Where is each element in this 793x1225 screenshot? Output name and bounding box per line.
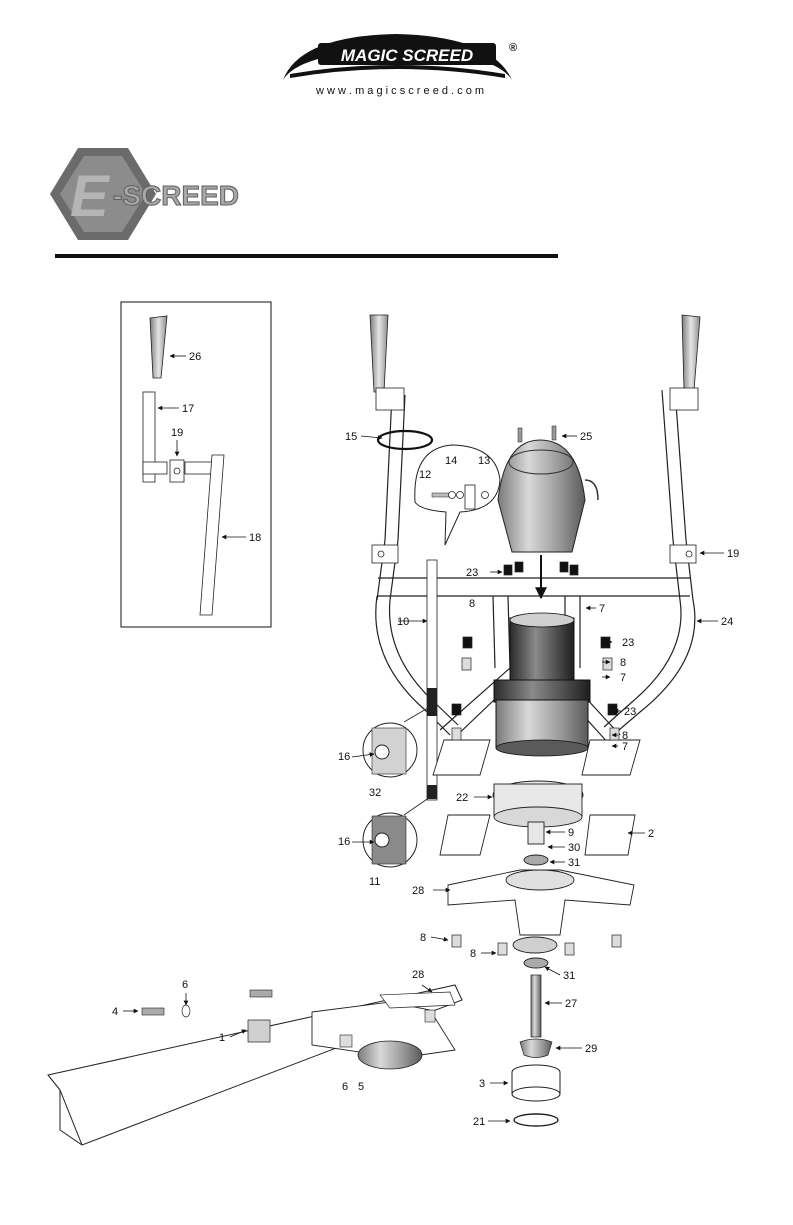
callout-10: 10	[397, 616, 409, 628]
callout-6-left: 6	[182, 979, 188, 991]
callout-17: 17	[182, 403, 194, 415]
mounting-plates	[433, 740, 640, 968]
callout-8-top: 8	[469, 598, 475, 610]
callout-31-bottom: 31	[563, 970, 575, 982]
callout-13: 13	[478, 455, 490, 467]
motor-cover	[498, 426, 598, 598]
callout-31-top: 31	[568, 857, 580, 869]
callout-24: 24	[721, 616, 733, 628]
registered-mark: ®	[509, 42, 517, 54]
callout-7-top: 7	[599, 603, 605, 615]
callout-19: 19	[727, 548, 739, 560]
callout-5: 5	[358, 1081, 364, 1093]
callout-25: 25	[580, 431, 592, 443]
callout-8-mid: 8	[620, 657, 626, 669]
callout-9: 9	[568, 827, 574, 839]
callout-16-lower: 16	[338, 836, 350, 848]
motor-body	[494, 613, 590, 756]
callout-8-base: 8	[470, 948, 476, 960]
callout-11: 11	[369, 876, 380, 888]
brand-name: MAGIC SCREED	[341, 46, 473, 65]
callout-27: 27	[565, 998, 577, 1010]
e-screed-logo: E -SCREED	[50, 148, 239, 240]
callout-18: 18	[249, 532, 261, 544]
rod-detail-zoom	[363, 705, 433, 867]
callout-29: 29	[585, 1043, 597, 1055]
callout-7-low: 7	[622, 741, 628, 753]
callout-21: 21	[473, 1116, 485, 1128]
callout-1: 1	[219, 1032, 225, 1044]
callout-19-inset: 19	[171, 427, 183, 439]
logo-text: -SCREED	[113, 180, 239, 211]
callout-23-mid: 23	[622, 637, 634, 649]
brand-logo: MAGIC SCREED ® w w w . m a g i c s c r e…	[283, 34, 517, 97]
drive-shaft-parts	[512, 975, 560, 1126]
frame-grips	[370, 315, 700, 410]
callout-7-mid: 7	[620, 672, 626, 684]
callout-16-upper: 16	[338, 751, 350, 763]
callout-23-low: 23	[624, 706, 636, 718]
callout-12: 12	[419, 469, 431, 481]
callout-22: 22	[456, 792, 468, 804]
callout-28: 28	[412, 885, 424, 897]
callout-3: 3	[479, 1078, 485, 1090]
callout-6-right: 6	[342, 1081, 348, 1093]
callout-2: 2	[648, 828, 654, 840]
callout-32: 32	[369, 787, 381, 799]
callout-28-blade: 28	[412, 969, 424, 981]
callout-15: 15	[345, 431, 357, 443]
header-divider	[55, 254, 558, 258]
shift-rod	[427, 560, 437, 800]
callout-4: 4	[112, 1006, 118, 1018]
website-url: w w w . m a g i c s c r e e d . c o m	[315, 85, 484, 97]
callout-30: 30	[568, 842, 580, 854]
callout-26: 26	[189, 351, 201, 363]
screed-blade	[48, 985, 462, 1145]
logo-letter: E	[70, 164, 111, 229]
callout-14: 14	[445, 455, 457, 467]
callout-23-top: 23	[466, 567, 478, 579]
callout-8-base-left: 8	[420, 932, 426, 944]
clamp-ring	[378, 431, 432, 449]
